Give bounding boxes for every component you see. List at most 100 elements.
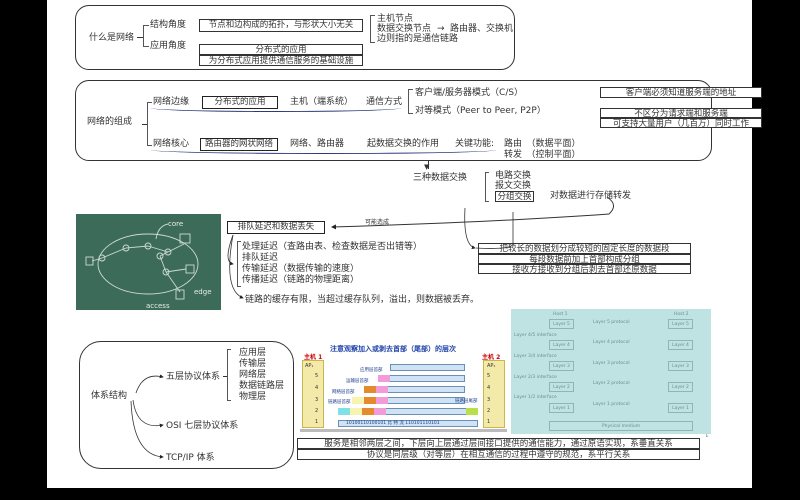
osi-protocol: Layer 4 protocol — [593, 340, 630, 345]
header-h — [376, 386, 388, 393]
structure-item: 主机节点 — [377, 14, 414, 24]
root-what-is-network: 什么是网络 — [89, 33, 135, 43]
connector — [428, 161, 429, 169]
data-row — [378, 375, 465, 382]
branch-five-layer: 五层协议体系 — [166, 372, 221, 382]
osi-protocol: Layer 1 protocol — [593, 402, 630, 407]
application-box: 分布式的应用 — [199, 44, 363, 55]
packet-switching-box: 分组交换 — [495, 191, 534, 202]
ground-line — [300, 429, 507, 432]
mindmap-page: 什么是网络 结构角度 节点和边构成的拓扑，与形状大小无关 主机节点 数据交换节点… — [47, 0, 762, 488]
switch-node-examples: 路由器、交换机 — [450, 24, 514, 34]
delay-item: 传输延迟（数据传输的速度） — [242, 264, 360, 274]
header-h — [364, 386, 376, 393]
packet-box: 每段数据前加上首部构成分组 — [478, 254, 691, 265]
chalkboard-image: core edge access — [76, 214, 221, 310]
three-switching: 三种数据交换 — [413, 173, 468, 183]
chalk-label-edge: edge — [194, 288, 212, 296]
label-structure: 结构角度 — [150, 20, 187, 30]
may-cause-label: 可能造成 — [365, 219, 390, 226]
layer-num: 1 — [487, 419, 491, 425]
five-layer-item: 物理层 — [239, 392, 267, 402]
osi-layer-figure: Host 1 Host 2 Layer 5 Layer 4 Layer 3 La… — [511, 309, 711, 434]
five-layer-item: 应用层 — [239, 348, 267, 358]
layer-num: 4 — [315, 385, 319, 391]
connector — [223, 376, 227, 377]
brace — [485, 172, 489, 202]
delay-item: 排队延迟 — [242, 253, 279, 263]
key-function: 路由 （数据平面） — [504, 139, 581, 149]
service-definition-box: 服务是相邻两层之间，下层向上层通过层间接口提供的通信能力，通过原语实现，系垂直关… — [297, 438, 700, 449]
osi-interface: Layer 3/4 interface — [514, 354, 557, 359]
branch-osi: OSI 七层协议体系 — [166, 421, 239, 431]
osi-layer-left: Layer 5 — [549, 319, 574, 329]
osi-layer-left: Layer 1 — [549, 403, 574, 413]
five-layer-item: 网络层 — [239, 370, 267, 380]
host1-column — [302, 360, 324, 428]
layer-num: 1 — [315, 419, 319, 425]
label-network-core: 网络核心 — [153, 139, 190, 149]
header-h — [364, 397, 376, 404]
osi-interface: Layer 2/3 interface — [514, 375, 557, 380]
brace — [147, 102, 152, 146]
p2p-box: 可支持大量用户（几百万）同时工作 — [600, 118, 762, 129]
osi-layer-right: Layer 4 — [668, 340, 693, 350]
osi-protocol: Layer 2 protocol — [593, 381, 630, 386]
chalk-label-core: core — [168, 220, 183, 228]
chalk-label-access: access — [146, 302, 170, 310]
core-item: 网络、路由器 — [290, 139, 345, 149]
root-network-composition: 网络的组成 — [87, 117, 133, 127]
header-h — [338, 408, 350, 415]
label-network-edge: 网络边缘 — [153, 97, 190, 107]
connector — [142, 124, 147, 125]
application-box: 为分布式应用提供通信服务的基础设施 — [199, 55, 363, 66]
osi-host2: Host 2 — [674, 312, 689, 317]
layer-num: 2 — [487, 408, 491, 414]
layer-num: 4 — [487, 385, 491, 391]
osi-layer-left: Layer 4 — [549, 340, 574, 350]
label-application: 应用角度 — [150, 41, 187, 51]
header-label: 应用层首部 — [360, 368, 383, 373]
comm-mode: 通信方式 — [366, 97, 403, 107]
mode-cs: 客户端/服务器模式（C/S） — [415, 88, 524, 98]
stack-host2: 主机 2 — [482, 354, 501, 361]
structure-box: 节点和边构成的拓扑，与形状大小无关 — [199, 19, 363, 32]
brace — [237, 241, 241, 287]
osi-layer-left: Layer 2 — [549, 382, 574, 392]
layer-num: 2 — [315, 408, 319, 414]
queue-box: 排队延迟和数据丢失 — [227, 221, 325, 234]
edge-host: 主机（端系统） — [290, 97, 354, 107]
buffer-note: 链路的缓存有限，当超过缓存队列，溢出，则数据被丢弃。 — [245, 295, 480, 305]
five-layer-item: 数据链路层 — [239, 381, 285, 391]
ap1-right: AP₁ — [487, 363, 496, 369]
osi-layer-right: Layer 2 — [668, 382, 693, 392]
edge-underline — [151, 108, 401, 112]
header-label: 网络层首部 — [332, 390, 355, 395]
trailer-label: 链路层尾部 — [455, 399, 478, 404]
stack-host1: 主机 1 — [304, 354, 323, 361]
stack-title: 注意观察加入或剥去首部（尾部）的层次 — [330, 345, 456, 353]
header-h — [378, 375, 390, 382]
structure-item: 边则指的是通信链路 — [377, 34, 459, 44]
layer-num: 5 — [315, 373, 319, 379]
key-function-label: 关键功能: — [455, 139, 495, 149]
header-h — [362, 408, 374, 415]
data-row — [390, 364, 465, 371]
osi-interface: Layer 1/2 interface — [514, 395, 557, 400]
trailer-t — [466, 408, 478, 415]
header-h — [350, 408, 362, 415]
osi-host1: Host 1 — [553, 312, 568, 317]
structure-item: 数据交换节点 — [377, 24, 432, 34]
packet-note: 对数据进行存储转发 — [550, 191, 632, 201]
p2p-box: 不区分为请求端和服务端 — [600, 108, 762, 119]
delay-item: 传播延迟（链路的物理距离） — [242, 275, 360, 285]
delay-item: 处理延迟（查路由表、检查数据是否出错等） — [242, 242, 423, 252]
header-h — [376, 397, 388, 404]
header-h — [374, 408, 386, 415]
connector — [137, 37, 143, 38]
osi-protocol: Layer 3 protocol — [593, 361, 630, 366]
section-architecture — [79, 341, 294, 469]
ap1-left: AP₁ — [305, 363, 314, 369]
brace — [227, 349, 231, 401]
root-architecture: 体系结构 — [91, 391, 128, 401]
